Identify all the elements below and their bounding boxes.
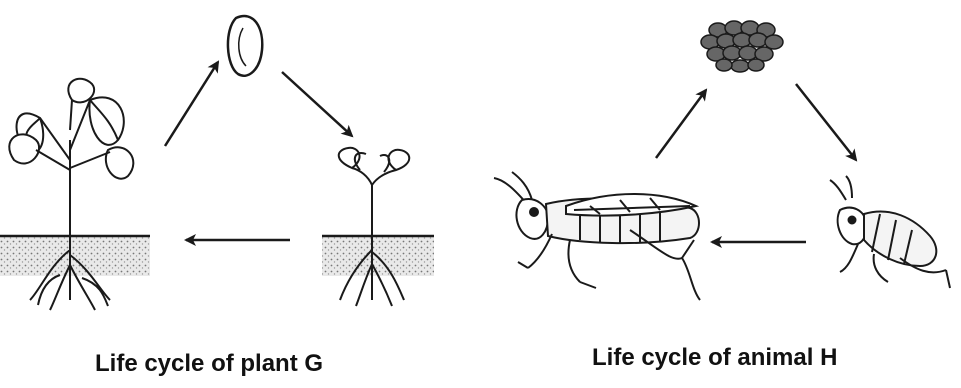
grasshopper-adult-icon (494, 172, 700, 300)
bean-seed-icon (228, 16, 262, 76)
bean-plant-icon (0, 79, 150, 310)
grasshopper-nymph-icon (830, 176, 950, 288)
plant-cycle-caption: Life cycle of plant G (95, 350, 323, 378)
arrow-adult-to-eggs (656, 90, 706, 158)
arrow-eggs-to-nymph (796, 84, 856, 160)
egg-cluster-icon (701, 21, 783, 72)
animal-cycle-caption: Life cycle of animal H (592, 344, 837, 372)
arrow-seed-to-seedling (282, 72, 352, 136)
seedling-icon (322, 148, 434, 306)
arrow-plant-to-seed (165, 62, 218, 146)
